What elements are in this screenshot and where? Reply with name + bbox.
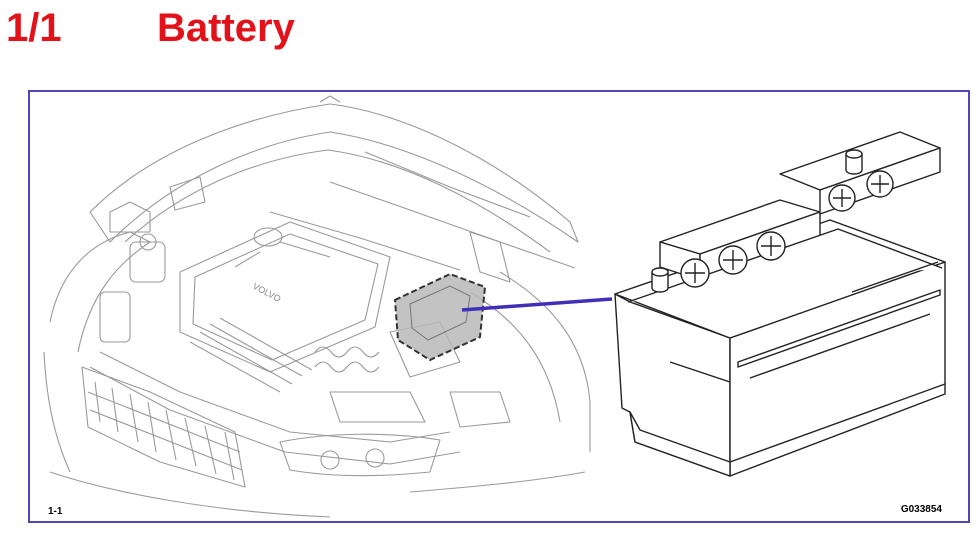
illustration: VOLVO <box>43 95 946 518</box>
figure-frame: VOLVO <box>28 90 970 523</box>
battery-icon <box>614 131 946 477</box>
page-number: 1/1 <box>6 6 62 50</box>
battery-terminals <box>651 149 863 293</box>
page-title: Battery <box>157 6 295 50</box>
figure-label: 1-1 <box>48 506 63 517</box>
pointer-line <box>461 297 613 312</box>
figure-reference-code: G033854 <box>900 504 942 515</box>
car-engine-bay-drawing <box>43 95 591 518</box>
battery-location-highlight <box>393 272 487 362</box>
battery-vent-caps <box>680 170 894 288</box>
car-badge-text: VOLVO <box>251 281 283 304</box>
